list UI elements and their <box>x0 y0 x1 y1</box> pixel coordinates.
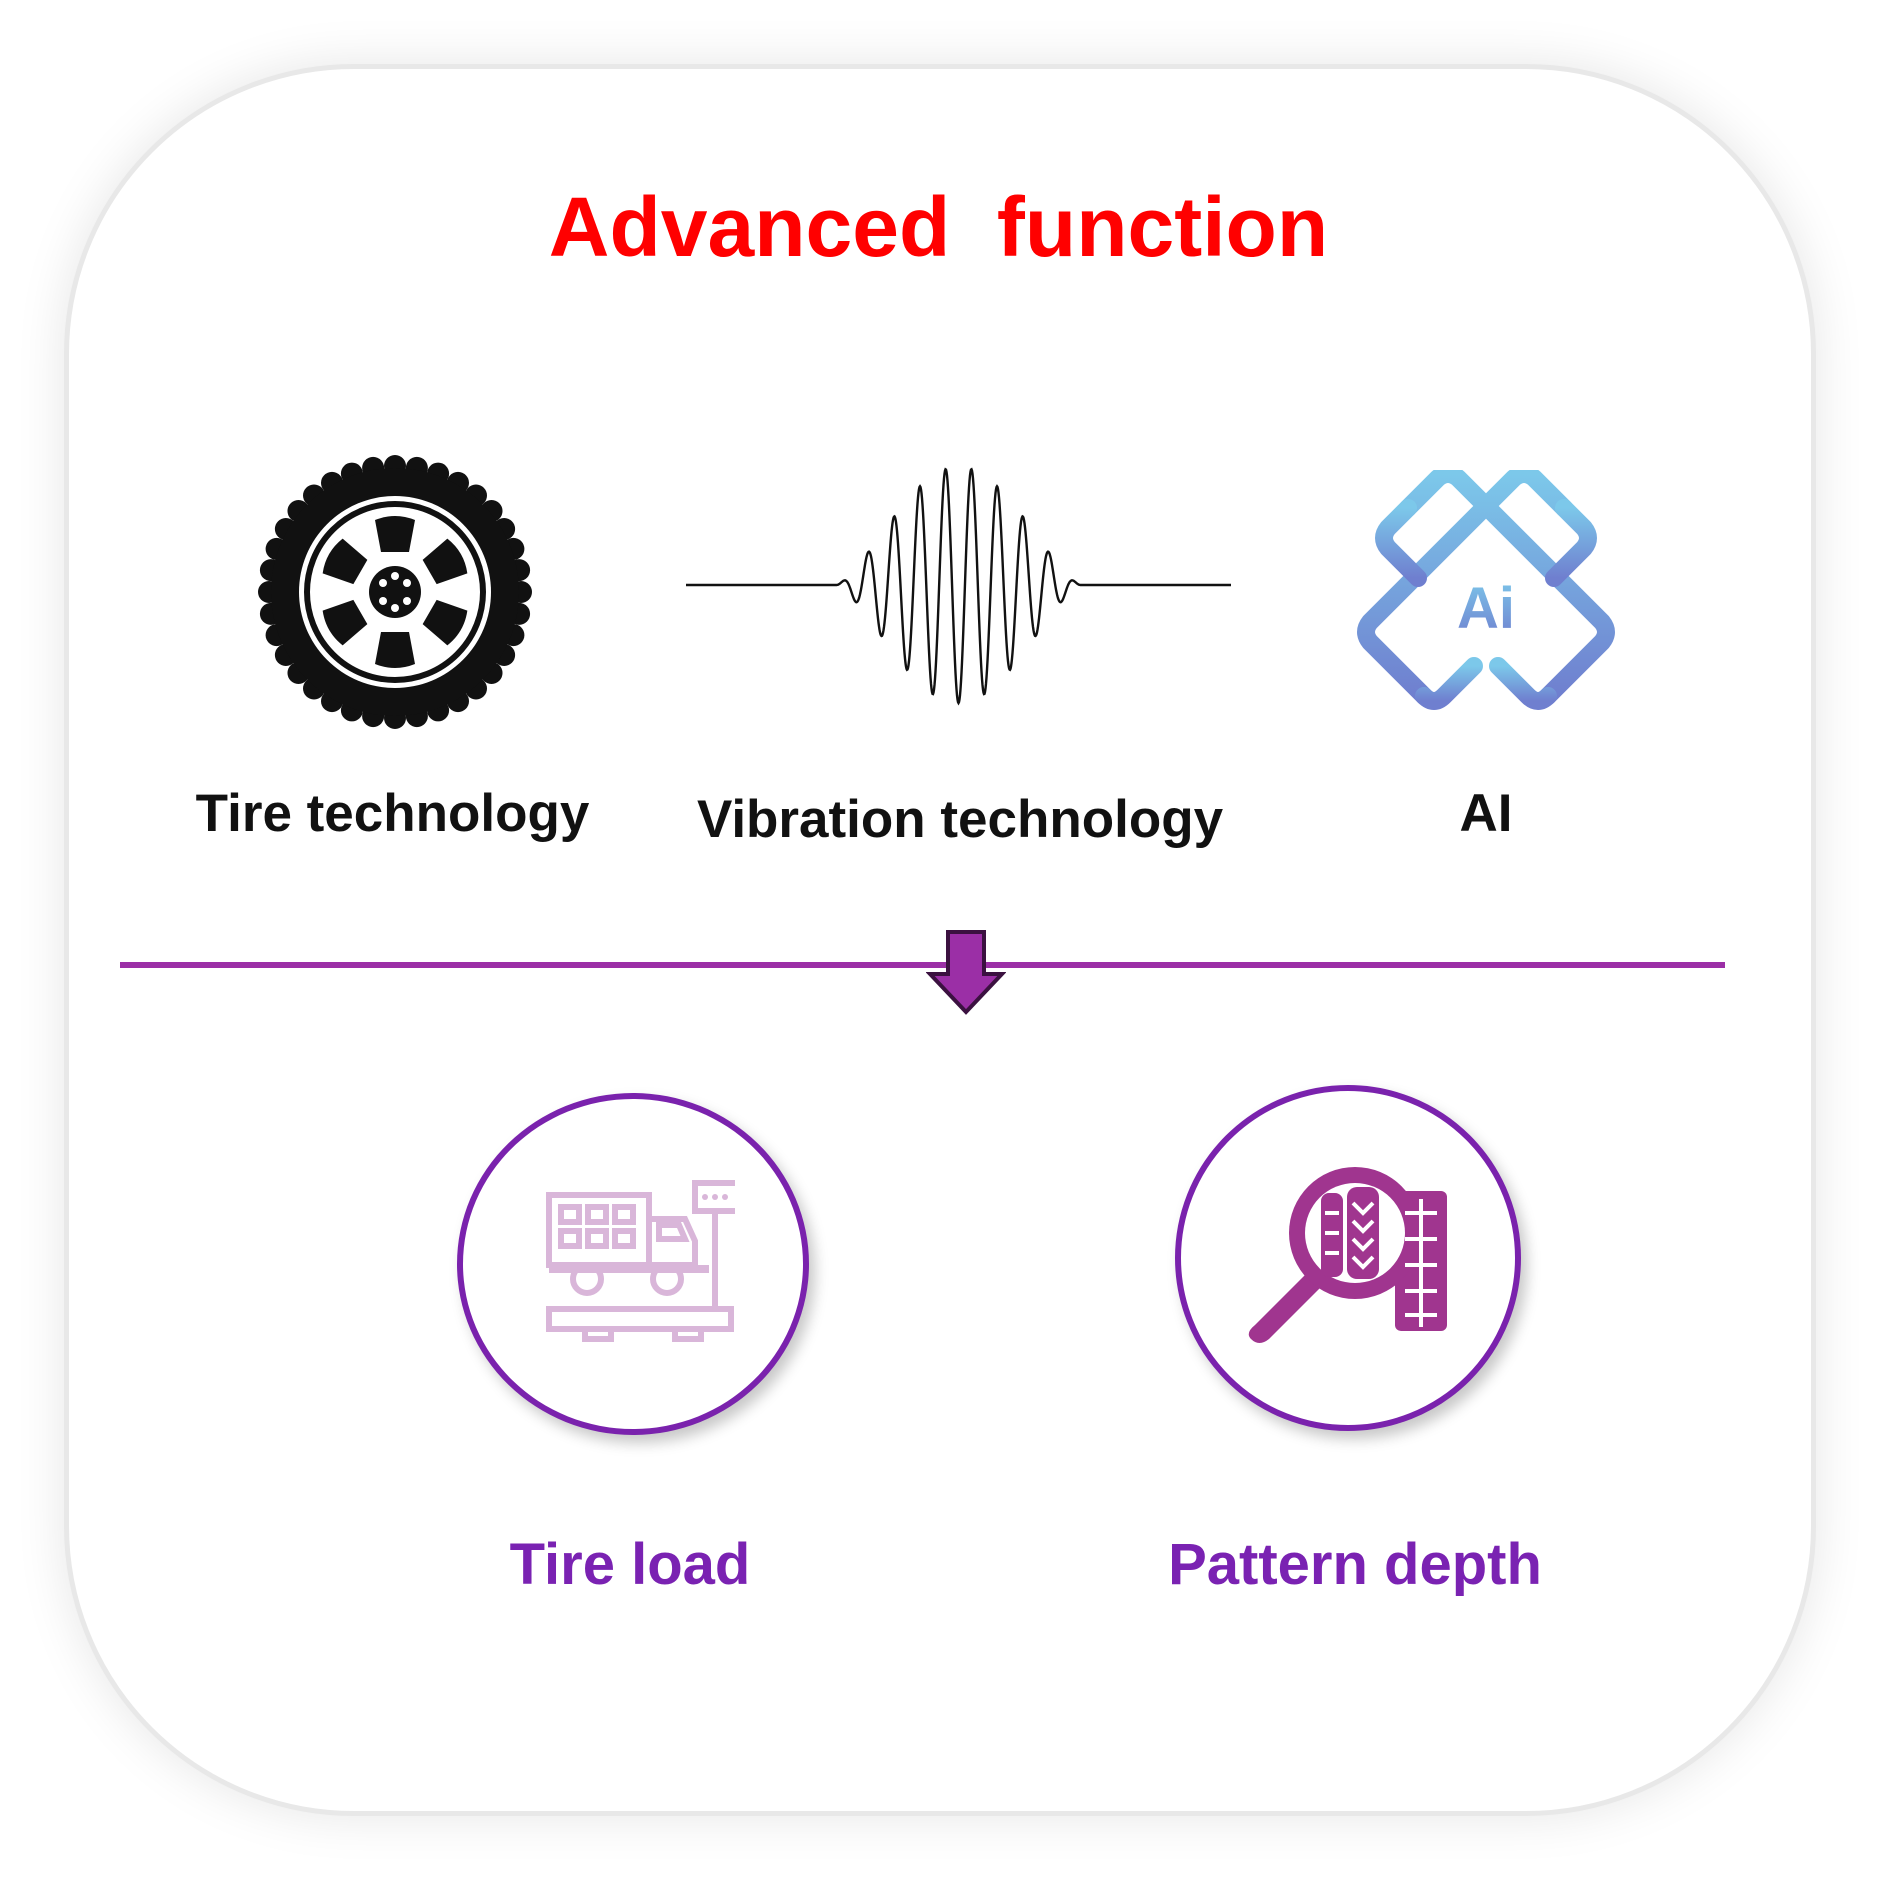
tire-icon <box>258 455 532 729</box>
pattern-depth-label: Pattern depth <box>1168 1532 1542 1597</box>
card <box>64 64 1816 1816</box>
ai-label: AI <box>1459 784 1513 843</box>
page-title: Advanced function <box>548 180 1329 274</box>
tire-technology-label: Tire technology <box>195 784 590 843</box>
tread-magnifier-icon <box>1248 1167 1447 1343</box>
tire-load-label: Tire load <box>509 1532 751 1597</box>
waveform-icon <box>686 467 1231 706</box>
vibration-technology-label: Vibration technology <box>696 790 1224 849</box>
ai-icon: Ai <box>1357 470 1615 710</box>
pattern-depth-circle <box>1175 1085 1521 1431</box>
tire-load-circle <box>457 1093 809 1435</box>
arrow-down-icon <box>926 930 1006 1015</box>
ai-icon-text: Ai <box>1457 576 1515 641</box>
truck-scale-icon <box>546 1180 735 1342</box>
divider-line <box>120 962 1725 968</box>
